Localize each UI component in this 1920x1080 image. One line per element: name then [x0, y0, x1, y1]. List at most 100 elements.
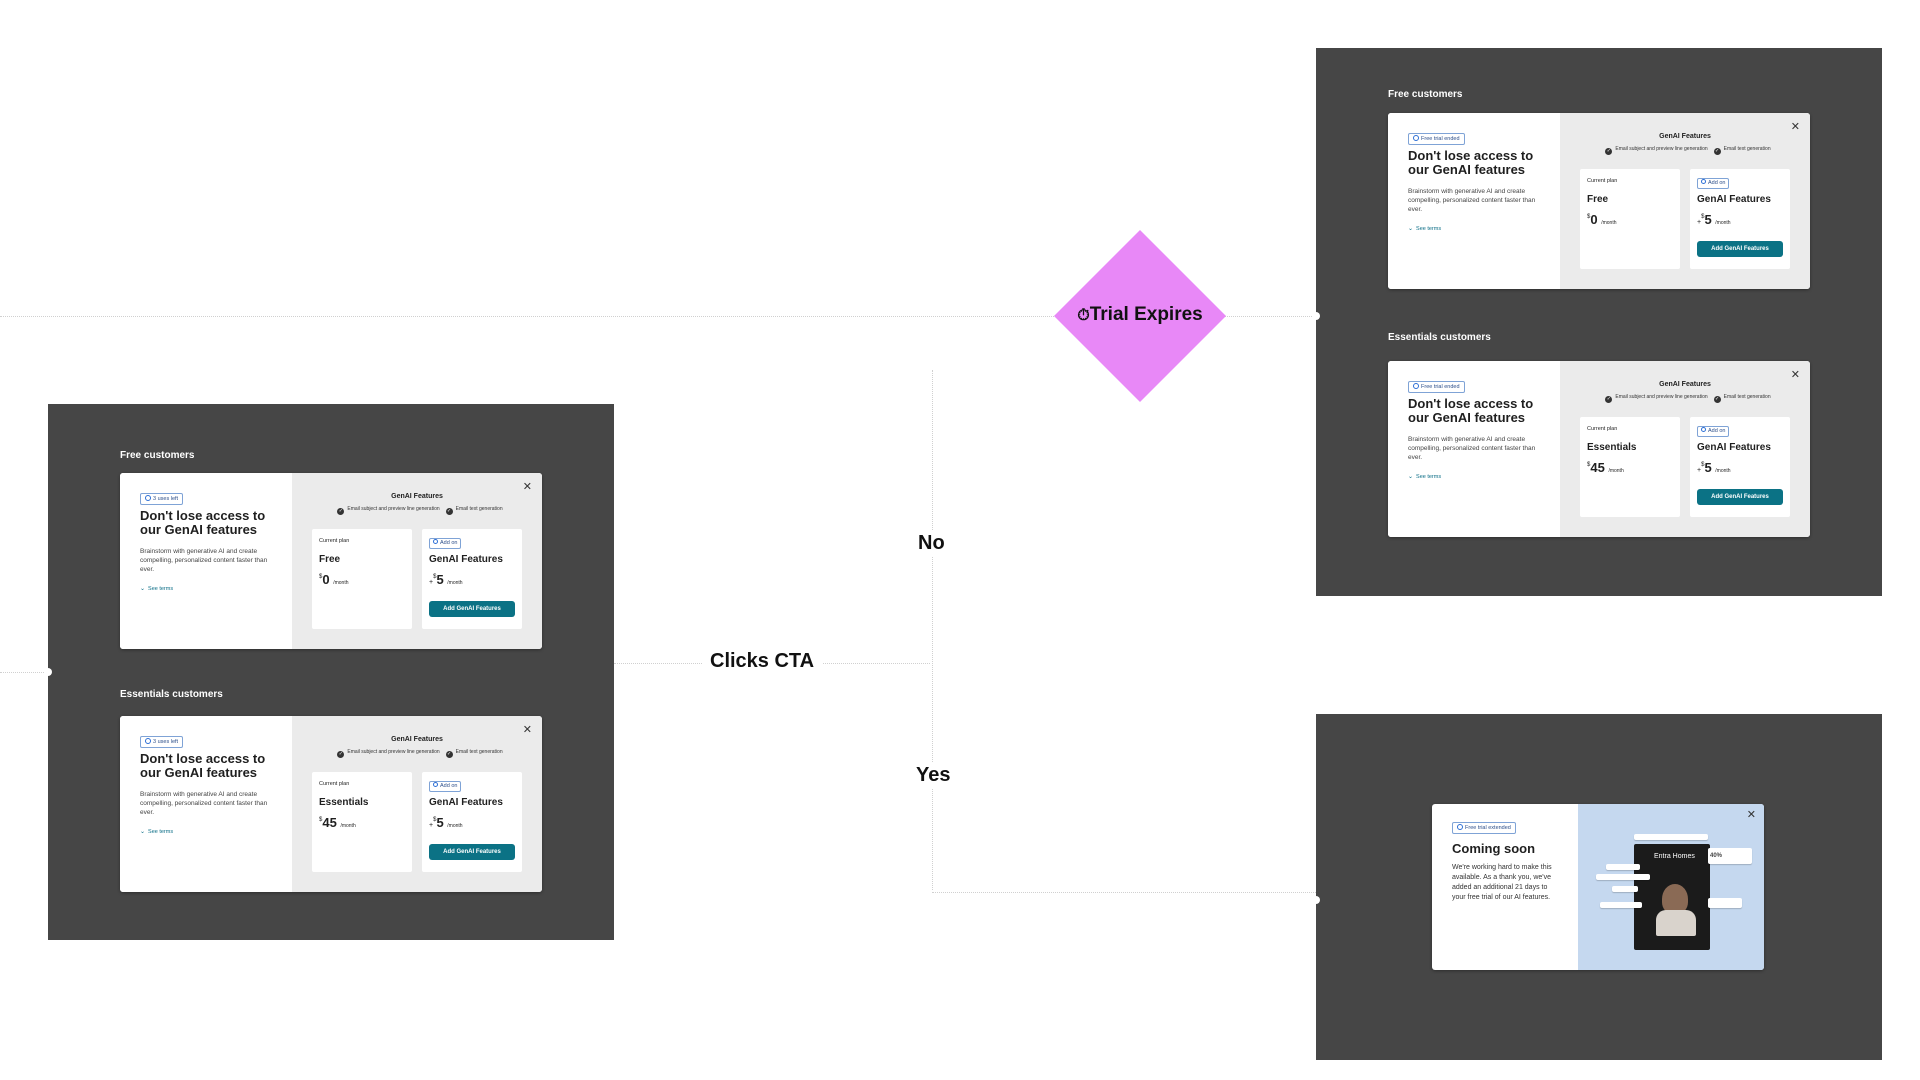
status-badge: Free trial ended	[1408, 381, 1465, 393]
chevron-down-icon: ⌄	[140, 829, 146, 835]
info-icon	[433, 539, 438, 544]
promo-brand: Entra Homes	[1654, 853, 1695, 860]
features-heading: GenAI Features	[1659, 381, 1711, 388]
addon-price: +$5 /month	[1697, 212, 1731, 227]
current-plan-tag: Current plan	[1587, 426, 1618, 432]
info-icon	[1457, 824, 1463, 830]
current-plan-price: $0 /month	[319, 572, 349, 587]
status-badge: 3 uses left	[140, 493, 184, 505]
coming-soon-modal[interactable]: Free trial extended Coming soon We're wo…	[1432, 804, 1764, 970]
upgrade-modal-essentials-right[interactable]: Free trial ended Don't lose access to ou…	[1388, 361, 1810, 537]
add-genai-features-button[interactable]: Add GenAI Features	[429, 601, 515, 617]
current-plan-tag: Current plan	[319, 538, 350, 544]
info-icon	[145, 738, 151, 744]
addon-card: Add on GenAI Features +$5 /month Add Gen…	[1690, 169, 1790, 269]
addon-tag: Add on	[1697, 426, 1730, 437]
modal-left-pane: Free trial ended Don't lose access to ou…	[1388, 361, 1560, 537]
see-terms-link[interactable]: ⌄See terms	[1408, 226, 1442, 232]
features-heading: GenAI Features	[1659, 133, 1711, 140]
trial-extended-badge: Free trial extended	[1452, 822, 1516, 834]
left-panel-port[interactable]	[44, 668, 52, 676]
modal-title: Don't lose access to our GenAI features	[1408, 396, 1534, 425]
current-plan-price: $45 /month	[319, 815, 356, 830]
current-plan-tag: Current plan	[319, 781, 350, 787]
addon-name: GenAI Features	[1697, 194, 1771, 205]
add-genai-features-button[interactable]: Add GenAI Features	[1697, 489, 1783, 505]
info-icon	[1701, 427, 1706, 432]
modal-title: Don't lose access to our GenAI features	[140, 508, 266, 537]
add-genai-features-button[interactable]: Add GenAI Features	[1697, 241, 1783, 257]
addon-tag: Add on	[429, 781, 462, 792]
promo-chip-1	[1634, 834, 1708, 840]
modal-description: Brainstorm with generative AI and create…	[140, 548, 268, 573]
features-list: ✓Email subject and preview line generati…	[337, 749, 503, 758]
current-plan-card: Current plan Essentials $45 /month	[1580, 417, 1680, 517]
promo-illustration: Entra Homes 40%	[1578, 804, 1764, 970]
promo-chip-6	[1708, 898, 1742, 908]
modal-description: Brainstorm with generative AI and create…	[1408, 188, 1536, 213]
connector-line-top-right	[1210, 316, 1316, 317]
upgrade-modal-essentials-left[interactable]: 3 uses left Don't lose access to our Gen…	[120, 716, 542, 892]
info-icon	[1413, 135, 1419, 141]
close-icon[interactable]: ✕	[522, 724, 532, 736]
close-icon[interactable]: ✕	[522, 481, 532, 493]
decision-diamond[interactable]	[1052, 228, 1228, 404]
stopwatch-icon: ⏱	[1077, 307, 1090, 324]
chevron-down-icon: ⌄	[1408, 474, 1414, 480]
features-heading: GenAI Features	[391, 493, 443, 500]
upgrade-modal-free-left[interactable]: 3 uses left Don't lose access to our Gen…	[120, 473, 542, 649]
check-icon: ✓	[1713, 396, 1721, 403]
modal-left-pane: Free trial ended Don't lose access to ou…	[1388, 113, 1560, 289]
right-top-panel-port[interactable]	[1312, 312, 1320, 320]
current-plan-card: Current plan Essentials $45 /month	[312, 772, 412, 872]
no-label: No	[910, 530, 953, 557]
close-icon[interactable]: ✕	[1746, 809, 1756, 821]
current-plan-name: Free	[1587, 194, 1609, 205]
modal-right-pane: ✕ GenAI Features ✓Email subject and prev…	[1560, 113, 1810, 289]
info-icon	[1701, 179, 1706, 184]
upgrade-modal-free-right[interactable]: Free trial ended Don't lose access to ou…	[1388, 113, 1810, 289]
modal-left-pane: 3 uses left Don't lose access to our Gen…	[120, 473, 292, 649]
check-icon: ✓	[337, 508, 345, 515]
coming-soon-text-area: Free trial extended Coming soon We're wo…	[1432, 804, 1578, 970]
section-label-free-trial-ended: Free customers	[1388, 89, 1463, 100]
addon-card: Add on GenAI Features +$5 /month Add Gen…	[1690, 417, 1790, 517]
phone-mockup: Entra Homes	[1634, 844, 1710, 950]
addon-name: GenAI Features	[429, 554, 503, 565]
connector-line-yes	[932, 892, 1316, 893]
addon-price: +$5 /month	[1697, 460, 1731, 475]
modal-description: Brainstorm with generative AI and create…	[1408, 436, 1536, 461]
addon-name: GenAI Features	[1697, 442, 1771, 453]
current-plan-tag: Current plan	[1587, 178, 1618, 184]
section-label-free: Free customers	[120, 450, 195, 461]
promo-chip-4	[1612, 886, 1638, 892]
add-genai-features-button[interactable]: Add GenAI Features	[429, 844, 515, 860]
status-badge: Free trial ended	[1408, 133, 1465, 145]
promo-stat-chip: 40%	[1708, 848, 1752, 864]
modal-left-pane: 3 uses left Don't lose access to our Gen…	[120, 716, 292, 892]
modal-right-pane: ✕ GenAI Features ✓Email subject and prev…	[1560, 361, 1810, 537]
info-icon	[1413, 383, 1419, 389]
chevron-down-icon: ⌄	[140, 586, 146, 592]
addon-card: Add on GenAI Features +$5 /month Add Gen…	[422, 529, 522, 629]
person-illustration	[1662, 884, 1688, 914]
modal-right-pane: ✕ GenAI Features ✓Email subject and prev…	[292, 716, 542, 892]
chevron-down-icon: ⌄	[1408, 226, 1414, 232]
current-plan-name: Free	[319, 554, 341, 565]
close-icon[interactable]: ✕	[1790, 121, 1800, 133]
see-terms-link[interactable]: ⌄See terms	[1408, 474, 1442, 480]
modal-title: Don't lose access to our GenAI features	[1408, 148, 1534, 177]
close-icon[interactable]: ✕	[1790, 369, 1800, 381]
see-terms-link[interactable]: ⌄See terms	[140, 829, 174, 835]
check-icon: ✓	[1605, 396, 1613, 403]
addon-price: +$5 /month	[429, 815, 463, 830]
connector-line-branch	[932, 370, 933, 890]
see-terms-link[interactable]: ⌄See terms	[140, 586, 174, 592]
check-icon: ✓	[1605, 148, 1613, 155]
current-plan-price: $0 /month	[1587, 212, 1617, 227]
features-list: ✓Email subject and preview line generati…	[337, 506, 503, 515]
section-label-essentials-trial-ended: Essentials customers	[1388, 332, 1491, 343]
current-plan-card: Current plan Free $0 /month	[1580, 169, 1680, 269]
right-bottom-panel-port[interactable]	[1312, 896, 1320, 904]
info-icon	[145, 495, 151, 501]
